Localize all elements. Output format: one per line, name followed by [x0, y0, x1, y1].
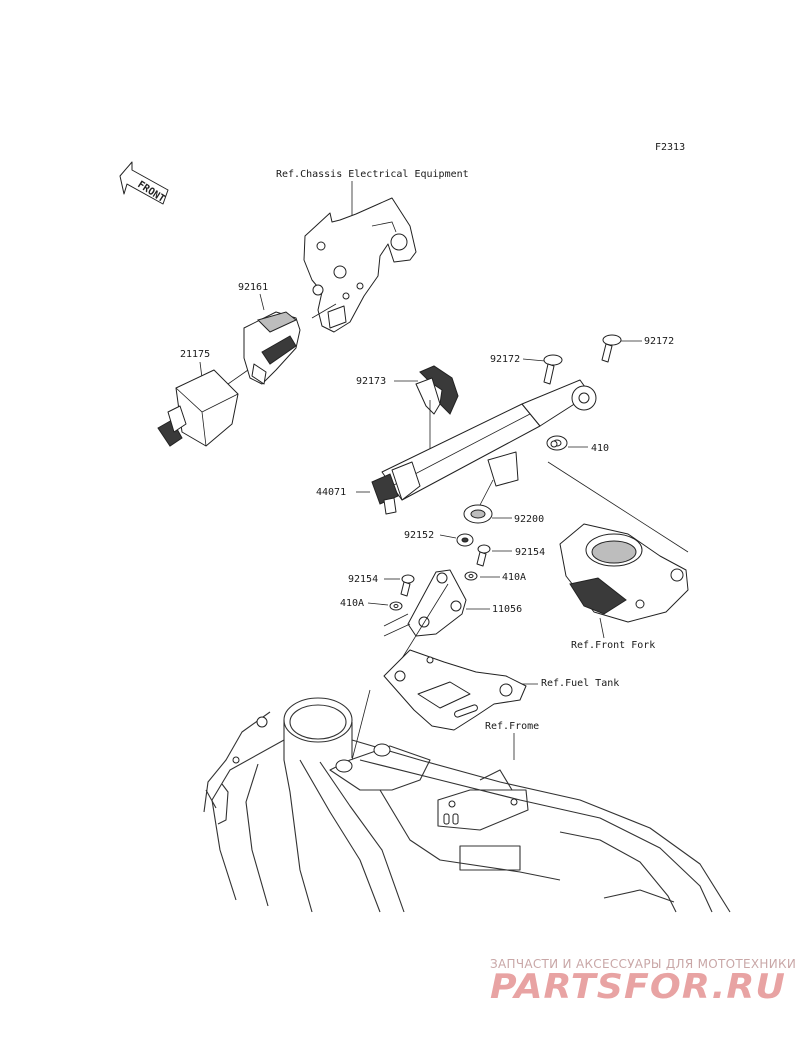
front-arrow-icon: FRONT: [119, 161, 169, 205]
leader-21175-b: [227, 369, 249, 385]
motorcycle-frame: [203, 697, 731, 913]
label-ref-front-fork: Ref.Front Fork: [571, 640, 655, 651]
ecu-module-21175: [157, 369, 239, 447]
label-ref-chassis: Ref.Chassis Electrical Equipment: [276, 169, 469, 180]
label-92161: 92161: [238, 282, 268, 293]
label-410A-b: 410A: [340, 598, 364, 609]
fuel-tank-bracket: [383, 649, 527, 731]
chassis-bracket: [303, 197, 417, 333]
leader-92200-top: [479, 479, 494, 506]
steering-damper-44071: [371, 379, 597, 515]
label-410: 410: [591, 443, 609, 454]
label-92152: 92152: [404, 530, 434, 541]
label-410A-a: 410A: [502, 572, 526, 583]
leader-ref-front-fork: [599, 617, 605, 639]
label-ref-frame: Ref.Frome: [485, 721, 539, 732]
leader-92161-b: [311, 303, 337, 319]
bushing-92200: [463, 504, 493, 524]
leader-92161: [259, 293, 265, 311]
label-92172-b: 92172: [644, 336, 674, 347]
bolt-92154-b: [400, 574, 415, 597]
leader-92152: [439, 534, 457, 539]
leader-410A-b: [367, 602, 389, 606]
washer-410A-b: [389, 601, 403, 611]
label-92200: 92200: [514, 514, 544, 525]
washer-410A-a: [464, 571, 478, 581]
leader-92172-a: [522, 358, 546, 362]
watermark-logo: PARTSFOR.RU: [490, 967, 786, 1007]
label-44071: 44071: [316, 487, 346, 498]
figure-code: F2313: [655, 142, 685, 153]
label-92154-b: 92154: [348, 574, 378, 585]
front-fork-clamp: [559, 523, 689, 623]
label-11056: 11056: [492, 604, 522, 615]
bolt-92172-a: [543, 354, 563, 385]
leader-410-fork: [547, 461, 689, 553]
collar-92152: [456, 533, 474, 547]
label-ref-fuel-tank: Ref.Fuel Tank: [541, 678, 619, 689]
holder-92161: [243, 311, 301, 385]
bolt-92172-b: [601, 334, 622, 363]
watermark-tagline: ЗАПЧАСТИ И АКСЕССУАРЫ ДЛЯ МОТОТЕХНИКИ: [490, 957, 796, 971]
label-92173: 92173: [356, 376, 386, 387]
bolt-92154-a: [476, 544, 491, 567]
label-21175: 21175: [180, 349, 210, 360]
bracket-11056: [383, 569, 467, 637]
label-92154-a: 92154: [515, 547, 545, 558]
label-92172-a: 92172: [490, 354, 520, 365]
leader-frame-left: [351, 689, 371, 761]
leader-11056-down: [395, 583, 449, 669]
clamp-92173: [415, 365, 459, 415]
